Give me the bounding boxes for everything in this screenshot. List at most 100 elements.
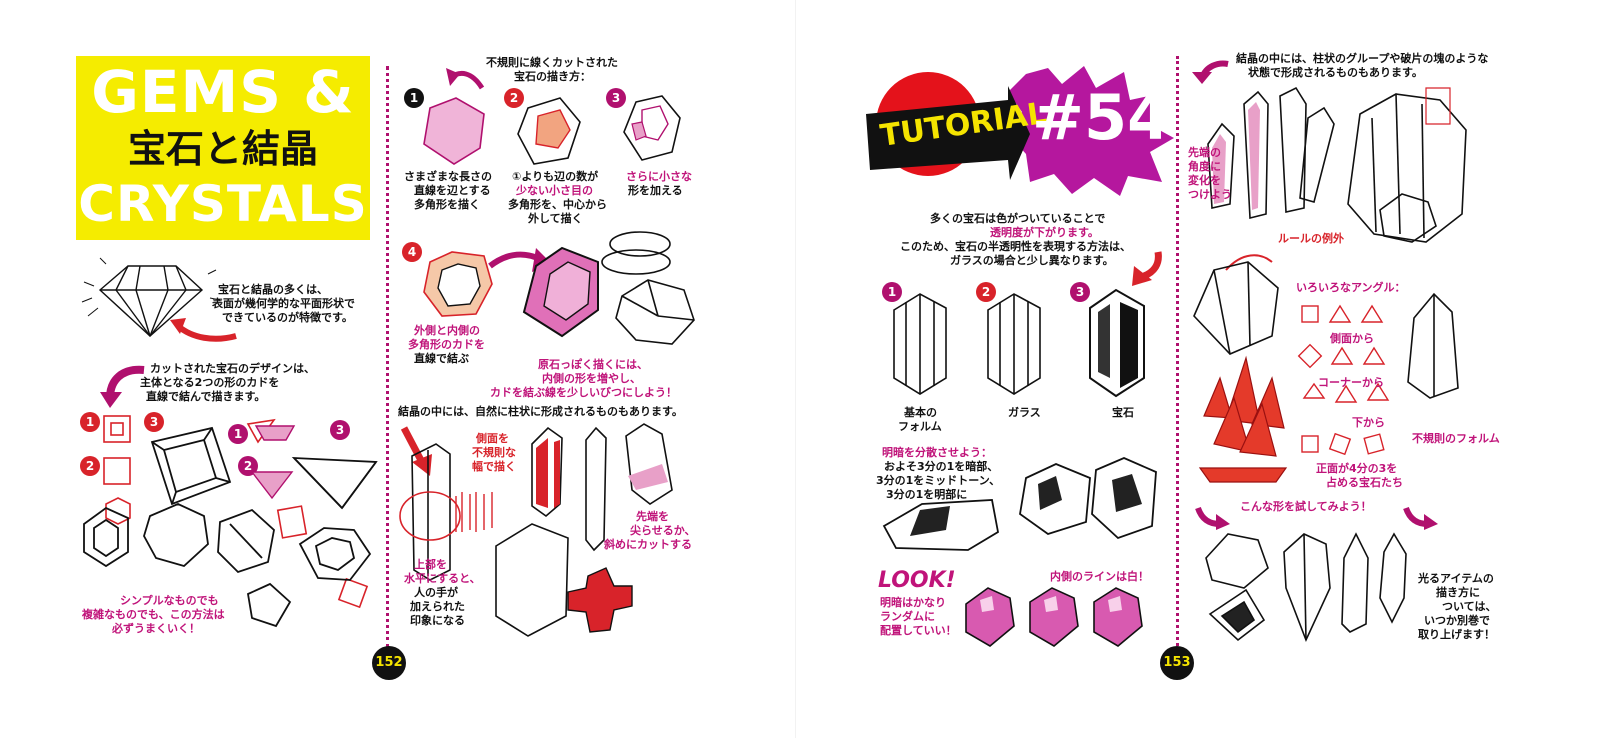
top-note-3: 人の手が [414, 586, 458, 599]
side-note-1: 側面を [476, 432, 509, 445]
label-gem: 宝石 [1112, 406, 1134, 419]
irregular-heading-2: 宝石の描き方： [514, 70, 591, 83]
irregular-form-label: 不規則のフォルム [1412, 432, 1500, 445]
crystal-column-drawings [399, 423, 673, 637]
try-shapes-drawing [1205, 532, 1407, 643]
page-number-153: 153 [1160, 646, 1194, 680]
simple-note-2: 複雑なものでも、この方法は [82, 608, 225, 621]
facets-note-2: 占める宝石たち [1326, 476, 1403, 489]
step1-text-3: 多角形を描く [414, 198, 480, 211]
tutorial-badge [866, 66, 1174, 196]
shading-text-1: 明暗を分散させよう： [882, 446, 992, 459]
irregular-step-2-marker: 2 [504, 88, 524, 108]
top-note-2: 水平にすると、 [404, 572, 481, 585]
side-note-2: 不規則な [472, 446, 516, 459]
cut-gem-examples [83, 415, 378, 628]
crystal-heading: 結晶の中には、自然に柱状に形成されるものもあります。 [398, 405, 683, 418]
magenta-arrow-right [1192, 60, 1229, 84]
side-note-3: 幅で描く [472, 460, 516, 473]
angles-heading: いろいろなアングル： [1296, 281, 1406, 294]
rough-tip-3: カドを結ぶ線を少しいびつにしよう！ [490, 386, 677, 399]
diamond-illustration [81, 257, 221, 337]
group-heading-2: 状態で形成されるものもあります。 [1248, 66, 1423, 79]
magenta-arrow-2 [446, 68, 485, 90]
label-basic-1: 基本の [904, 406, 937, 419]
step4-text-3: 直線で結ぶ [414, 352, 469, 365]
group-heading-1: 結晶の中には、柱状のグループや破片の塊のような [1236, 52, 1489, 65]
angle-note-3: 変化を [1188, 174, 1221, 187]
red-arrow-right [1132, 251, 1162, 286]
top-note-1: 上部を [414, 558, 447, 571]
step-marker-2: 2 [80, 456, 100, 476]
title-english-gems: GEMS & [91, 58, 355, 126]
irregular-step-3-marker: 3 [606, 88, 626, 108]
step-marker-3: 3 [144, 412, 164, 432]
step4-text-2: 多角形のカドを [408, 338, 485, 351]
top-note-5: 印象になる [410, 614, 465, 627]
label-glass: ガラス [1008, 406, 1041, 419]
shaded-gems-drawing [882, 457, 1157, 551]
step2-text-3: 多角形を、中心から [508, 198, 607, 211]
intro-text-1: 宝石と結晶の多くは、 [218, 283, 328, 296]
crystal-group-drawing [1207, 86, 1467, 243]
step2-text-1: ①よりも辺の数が [512, 170, 599, 183]
red-arrow [170, 318, 237, 342]
angle-note-4: つけよう [1188, 188, 1232, 201]
irregular-step-4-marker: 4 [402, 242, 422, 262]
title-block: GEMS & 宝石と結晶 CRYSTALS [76, 56, 370, 240]
tip-note-3: 斜めにカットする [604, 538, 692, 551]
from-corner-label: コーナーから [1318, 376, 1384, 389]
look-note-2: ランダムに [880, 610, 935, 623]
step-marker-1: 1 [80, 412, 100, 432]
shading-text-2: およそ3分の1を暗部、 [884, 460, 999, 473]
cut-design-text-2: 主体となる2つの形のカドを [140, 376, 280, 389]
shining-note-3: ついては、 [1442, 600, 1497, 613]
label-basic-2: フォルム [898, 420, 942, 433]
pink-gems-drawing [965, 587, 1143, 647]
step3-text-1: さらに小さな [626, 170, 692, 183]
step1-text-1: さまざまな長さの [404, 170, 492, 183]
cut-design-text-1: カットされた宝石のデザインは、 [150, 362, 315, 375]
top-note-4: 加えられた [410, 600, 465, 613]
rough-tip-2: 内側の形を増やし、 [542, 372, 641, 385]
left-page-divider [386, 66, 389, 648]
step4-drawing [423, 231, 695, 345]
angles-drawing [1193, 254, 1459, 483]
from-side-label: 側面から [1330, 332, 1374, 345]
title-japanese: 宝石と結晶 [127, 127, 318, 171]
step1-text-2: 直線を辺とする [414, 184, 491, 197]
inner-line-note: 内側のラインは白！ [1050, 570, 1149, 583]
right-intro-4: ガラスの場合と少し異なります。 [950, 254, 1114, 267]
right-intro-3: このため、宝石の半透明性を表現する方法は、 [900, 240, 1131, 253]
right-page-divider [1176, 56, 1179, 646]
magenta-arrow [100, 365, 145, 408]
right-step-1-marker: 1 [882, 282, 902, 302]
magenta-arrow-try-left [1195, 506, 1230, 530]
book-spine [795, 0, 796, 738]
magenta-arrow-try-right [1403, 506, 1438, 530]
simple-note-3: 必ずうまくいく！ [112, 622, 200, 635]
step-marker-3-brilliant: 3 [330, 420, 350, 440]
rule-exception: ルールの例外 [1278, 232, 1344, 245]
page-number-152: 152 [372, 646, 406, 680]
tip-note-1: 先端を [636, 510, 669, 523]
irregular-step-1-marker: 1 [404, 88, 424, 108]
shining-note-5: 取り上げます！ [1418, 628, 1495, 641]
step-marker-1-brilliant: 1 [228, 424, 248, 444]
shining-note-4: いつか別巻で [1424, 614, 1490, 627]
title-english-crystals: CRYSTALS [78, 175, 368, 233]
tutorial-number: #54 [1032, 81, 1171, 154]
shading-text-4: 3分の1を明部に [886, 488, 968, 501]
right-step-3-marker: 3 [1070, 282, 1090, 302]
angle-note-2: 角度に [1188, 160, 1221, 173]
step-marker-2-brilliant: 2 [238, 456, 258, 476]
try-shapes-heading: こんな形を試してみよう！ [1240, 500, 1372, 513]
shining-note-2: 描き方に [1436, 586, 1480, 599]
facets-note-1: 正面が4分の3を [1316, 462, 1398, 475]
step3-text-2: 形を加える [628, 184, 683, 197]
step4-text-1: 外側と内側の [414, 324, 480, 337]
shining-note-1: 光るアイテムの [1418, 572, 1494, 585]
irregular-steps-drawing [423, 95, 681, 165]
rough-tip-1: 原石っぽく描くには、 [538, 358, 648, 371]
intro-text-2: 表面が幾何学的な平面形状で [212, 297, 355, 310]
